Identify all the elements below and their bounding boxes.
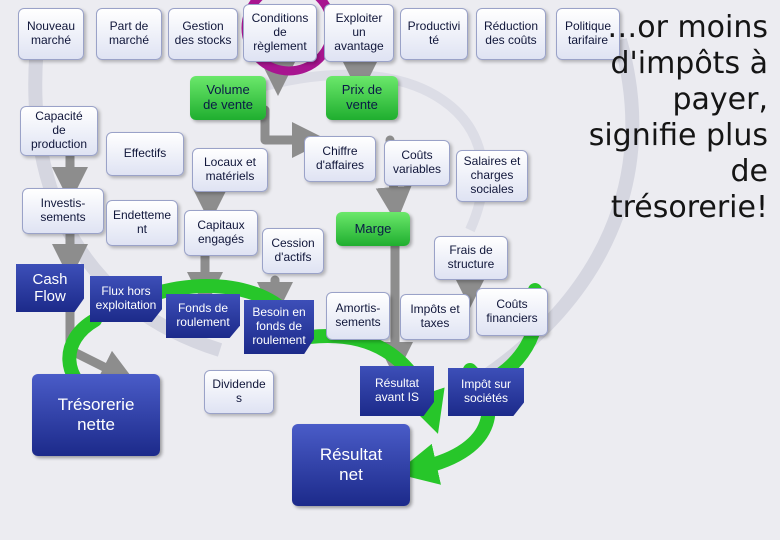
node-capitaux-engages: Capitaux engagés <box>184 210 258 256</box>
node-effectifs: Effectifs <box>106 132 184 176</box>
node-amortissements: Amortis- sements <box>326 292 390 340</box>
node-endettement: Endetteme nt <box>106 200 178 246</box>
node-capacite-de-production: Capacité de production <box>20 106 98 156</box>
node-conditions-de-reglement: Conditions de règlement <box>243 4 317 62</box>
node-dividendes: Dividende s <box>204 370 274 414</box>
connector-arrow <box>260 105 328 158</box>
node-cession-d-actifs: Cession d'actifs <box>262 228 324 274</box>
node-politique-tarifaire: Politique tarifaire <box>556 8 620 60</box>
node-volume-de-vente: Volume de vente <box>190 76 266 120</box>
node-part-de-marche: Part de marché <box>96 8 162 60</box>
node-reduction-des-couts: Réduction des coûts <box>476 8 546 60</box>
node-frais-de-structure: Frais de structure <box>434 236 508 280</box>
node-investissements: Investis- sements <box>22 188 104 234</box>
node-gestion-des-stocks: Gestion des stocks <box>168 8 238 60</box>
node-salaires-et-charges-sociales: Salaires et charges sociales <box>456 150 528 202</box>
node-cash-flow: Cash Flow <box>16 264 84 312</box>
node-couts-variables: Coûts variables <box>384 140 450 186</box>
node-nouveau-marche: Nouveau marché <box>18 8 84 60</box>
node-fonds-de-roulement: Fonds de roulement <box>166 294 240 338</box>
node-impot-sur-societes: Impôt sur sociétés <box>448 368 524 416</box>
node-exploiter-un-avantage: Exploiter un avantage <box>324 4 394 62</box>
node-chiffre-d-affaires: Chiffre d'affaires <box>304 136 376 182</box>
headline-text: …or moins d'impôts à payer, signifie plu… <box>588 10 768 225</box>
node-resultat-avant-impots: Résultat avant IS <box>360 366 434 416</box>
node-prix-de-vente: Prix de vente <box>326 76 398 120</box>
node-resultat-net: Résultat net <box>292 424 410 506</box>
node-marge: Marge <box>336 212 410 246</box>
node-besoin-en-fonds-de-roulement: Besoin en fonds de roulement <box>244 300 314 354</box>
node-flux-hors-exploitation: Flux hors exploitation <box>90 276 162 322</box>
node-impots-et-taxes: Impôts et taxes <box>400 294 470 340</box>
node-productivite: Productivi té <box>400 8 468 60</box>
node-couts-financiers: Coûts financiers <box>476 288 548 336</box>
node-locaux-et-materiels: Locaux et matériels <box>192 148 268 192</box>
node-tresorerie-nette: Trésorerie nette <box>32 374 160 456</box>
